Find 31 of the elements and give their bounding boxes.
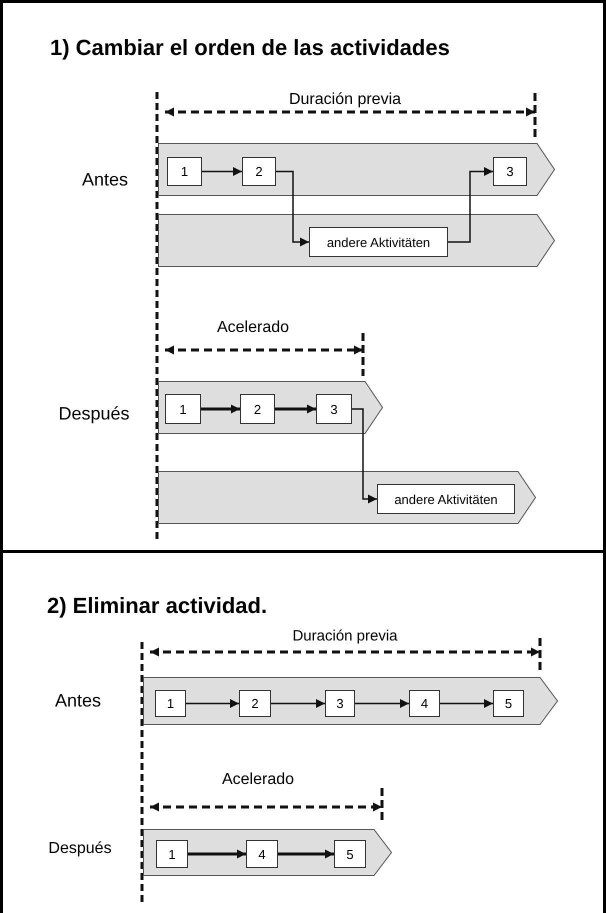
activity-box: 4: [409, 690, 440, 717]
arrow: [202, 167, 242, 176]
arrow: [440, 699, 493, 708]
activity-box: 1: [165, 394, 201, 424]
arrow: [448, 167, 493, 243]
arrow: [278, 850, 334, 858]
arrow: [275, 404, 316, 414]
arrow: [201, 404, 240, 414]
activity-box: 2: [242, 157, 276, 186]
activity-box: andere Aktivitäten: [309, 227, 448, 257]
activity-box: 2: [239, 690, 271, 717]
activity-box: 3: [493, 157, 527, 186]
activity-box: 2: [240, 394, 275, 424]
arrow: [188, 850, 246, 858]
activity-box: 5: [493, 690, 524, 717]
arrow: [186, 699, 239, 708]
activity-box: 1: [155, 690, 186, 717]
arrow: [352, 408, 377, 504]
activity-box: 4: [246, 840, 278, 868]
panel-title: 1) Cambiar el orden de las actividades: [50, 35, 450, 61]
arrow: [276, 170, 309, 246]
panel-frame: [0, 0, 606, 553]
activity-box: 1: [167, 157, 202, 186]
activity-box: 3: [316, 394, 352, 424]
activity-box: 1: [156, 840, 188, 868]
activity-box: andere Aktivitäten: [377, 484, 515, 514]
arrow: [355, 699, 409, 708]
activity-box: 3: [325, 690, 355, 717]
arrow: [271, 699, 325, 708]
panel-title: 2) Eliminar actividad.: [47, 593, 268, 619]
activity-box: 5: [334, 840, 366, 868]
